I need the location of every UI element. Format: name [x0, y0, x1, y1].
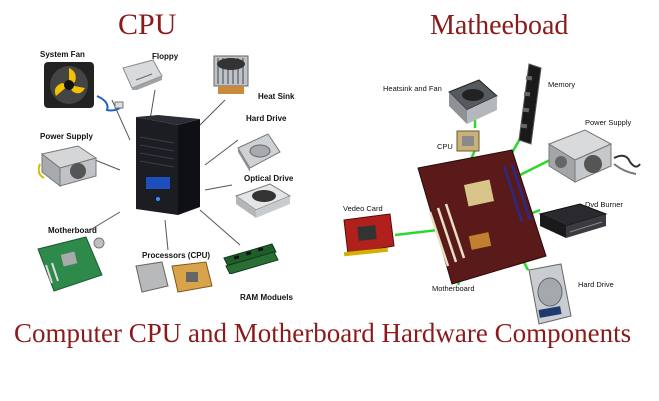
- label-heat-sink: Heat Sink: [258, 92, 295, 101]
- memory-stick-icon: [518, 63, 542, 145]
- system-fan-icon: [44, 62, 94, 108]
- power-supply-icon: [38, 145, 98, 188]
- label-optical-drive: Optical Drive: [244, 174, 294, 183]
- label-hard-drive: Hard Drive: [246, 114, 287, 123]
- hard-drive-icon: [237, 133, 281, 172]
- label-system-fan: System Fan: [40, 50, 85, 59]
- label-cpu: CPU: [437, 142, 453, 151]
- cpu-chip-icon: [456, 130, 480, 152]
- ram-modules-icon: [223, 243, 279, 274]
- motherboard-left-icon: [37, 236, 103, 292]
- optical-drive-icon: [234, 183, 292, 218]
- label-floppy: Floppy: [152, 52, 179, 61]
- cpu-section-title: CPU: [118, 8, 177, 41]
- label-power-supply: Power Supply: [40, 132, 93, 141]
- label-hard-drive-right: Hard Drive: [578, 280, 614, 289]
- label-memory: Memory: [548, 80, 576, 89]
- cmos-battery-icon: [93, 237, 105, 249]
- psu-cables-icon: [613, 154, 641, 175]
- label-ram-modules: RAM Moduels: [240, 293, 293, 302]
- floppy-drive-icon: [122, 59, 163, 90]
- label-motherboard-left: Motherboard: [48, 226, 97, 235]
- label-processors: Processors (CPU): [142, 251, 211, 260]
- fan-cable-icon: [96, 95, 124, 112]
- power-supply-unit-icon: [547, 129, 613, 183]
- label-video-card: Vedeo Card: [343, 204, 383, 213]
- motherboard-main-icon: [417, 149, 547, 285]
- video-card-icon: [343, 213, 395, 257]
- heatsink-fan-icon: [448, 79, 498, 124]
- pc-tower-icon: [136, 115, 200, 215]
- label-dvd-burner: Dvd Burner: [585, 200, 623, 209]
- processors-icon: [135, 261, 213, 293]
- dvd-burner-icon: [538, 203, 608, 238]
- label-motherboard-right: Motherboard: [432, 284, 475, 293]
- label-heatsink-fan: Heatsink and Fan: [383, 84, 442, 93]
- label-power-supply-right: Power Supply: [585, 118, 632, 127]
- hard-drive-unit-icon: [528, 263, 572, 325]
- heat-sink-icon: [213, 55, 249, 94]
- motherboard-section-title: Matheeboad: [430, 10, 569, 41]
- image-caption: Computer CPU and Motherboard Hardware Co…: [14, 318, 632, 348]
